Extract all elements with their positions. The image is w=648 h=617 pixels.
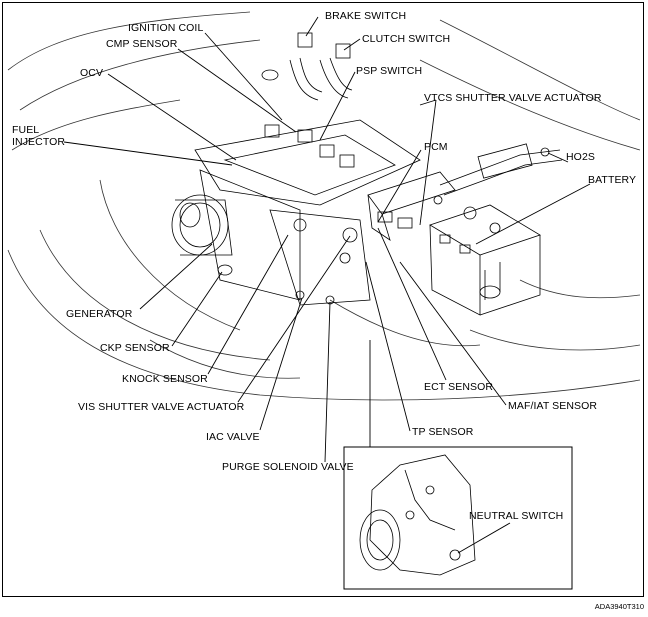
label-vtcs-shutter-valve-actuator: VTCS SHUTTER VALVE ACTUATOR [424,92,602,104]
pcm-drawing [367,171,456,241]
label-battery: BATTERY [588,174,637,186]
generator-drawing [171,194,233,276]
label-ignition-coil: IGNITION COIL [128,22,204,34]
label-knock-sensor: KNOCK SENSOR [122,373,208,385]
label-fuel-injector: FUEL INJECTOR [12,124,66,148]
engine-block [194,119,421,306]
label-iac-valve: IAC VALVE [206,431,260,443]
label-neutral-switch: NEUTRAL SWITCH [469,510,564,522]
label-tp-sensor: TP SENSOR [412,426,474,438]
label-psp-switch: PSP SWITCH [356,65,423,77]
figure-code: ADA3940T310 [594,602,644,611]
label-generator: GENERATOR [66,308,133,320]
diagram-frame [2,2,644,597]
label-maf-iat-sensor: MAF/IAT SENSOR [508,400,598,412]
label-ect-sensor: ECT SENSOR [424,381,494,393]
battery-drawing [429,204,541,316]
label-clutch-switch: CLUTCH SWITCH [362,33,451,45]
label-purge-solenoid-valve: PURGE SOLENOID VALVE [222,461,354,473]
leader-lines [63,16,591,463]
body-outline [7,11,641,401]
label-brake-switch: BRAKE SWITCH [325,10,407,22]
label-cmp-sensor: CMP SENSOR [106,38,178,50]
pedal-assembly [261,32,353,101]
inset-box [343,446,573,590]
label-ocv: OCV [80,67,104,79]
label-vis-shutter-valve-actuator: VIS SHUTTER VALVE ACTUATOR [78,401,245,413]
label-ho2s: HO2S [566,151,595,163]
exhaust-pipe [439,143,563,196]
label-pcm: PCM [424,141,448,153]
label-ckp-sensor: CKP SENSOR [100,342,170,354]
